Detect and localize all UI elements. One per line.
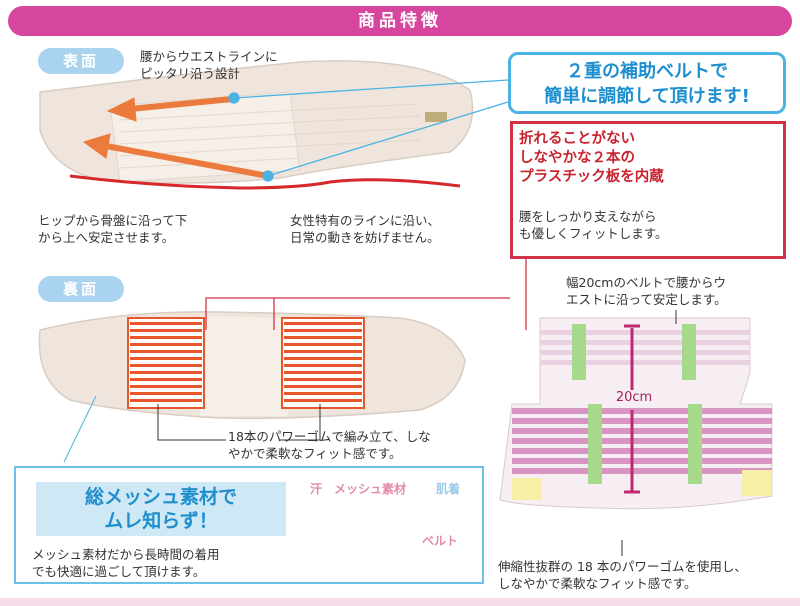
label-mesh: メッシュ素材: [334, 482, 407, 496]
green-stay-lower-right: [688, 404, 702, 484]
belt-label-tag: [425, 112, 447, 122]
waist-line: [69, 174, 461, 190]
mesh-headline: 総メッシュ素材で ムレ知らず！: [36, 482, 286, 536]
belt-adjust-callout: ２重の補助ベルトで 簡単に調節して頂けます!: [508, 52, 786, 114]
plates-pointers: [205, 258, 527, 330]
label-sweat: 汗: [310, 482, 323, 496]
note-line: 女性特有のラインに沿い、 日常の動きを妨げません。: [290, 213, 441, 245]
note-power-rubber: 伸縮性抜群の 18 本のパワーゴムを使用し、 しなやかで柔軟なフィット感です。: [498, 559, 747, 591]
green-stay-lower-left: [588, 404, 602, 484]
plates-headline: 折れることがない しなやかな２本の プラスチック板を内蔵: [519, 131, 664, 185]
bottom-strip: [0, 598, 800, 606]
note-hip: ヒップから骨盤に沿って下 から上へ安定させます。: [38, 213, 188, 245]
note-pointers: [63, 395, 321, 463]
note-rubber: 18本のパワーゴムで編み立て、しな やかで柔軟なフィット感です。: [228, 429, 431, 461]
green-stay-left: [572, 324, 586, 380]
belt-adjust-text: ２重の補助ベルトで 簡単に調節して頂けます!: [544, 61, 750, 107]
label-skin: 肌: [384, 562, 397, 576]
front-tag: 表面: [38, 48, 124, 74]
mesh-box: 総メッシュ素材で ムレ知らず！ メッシュ素材だから長時間の着用 でも快適に過ごし…: [14, 466, 484, 584]
label-belt: ベルト: [422, 534, 459, 548]
back-belt-image: [38, 311, 466, 420]
rubber-panel-right: [281, 317, 365, 409]
width-indicator: [624, 324, 640, 494]
note-fit: 腰からウエストラインに ピッタリ沿う設計: [140, 49, 278, 81]
callout-pointers: [228, 79, 509, 182]
green-stay-right: [682, 324, 696, 380]
width-label: 20cm: [612, 390, 656, 405]
belt-detail-image: [499, 310, 773, 556]
label-innerwear: 肌着: [436, 482, 461, 496]
rubber-panel-left: [127, 317, 205, 409]
section-header: 商品特徴: [8, 6, 792, 36]
plates-sub: 腰をしっかり支えながら も優しくフィットします。: [519, 209, 668, 241]
note-width: 幅20cmのベルトで腰からウ エストに沿って安定します。: [566, 275, 727, 307]
back-tag: 裏面: [38, 276, 124, 302]
plastic-plates-box: 折れることがない しなやかな２本の プラスチック板を内蔵 腰をしっかり支えながら…: [510, 121, 786, 259]
orange-arrows: [82, 96, 269, 179]
mesh-sub: メッシュ素材だから長時間の着用 でも快適に過ごして頂けます。: [32, 547, 220, 579]
